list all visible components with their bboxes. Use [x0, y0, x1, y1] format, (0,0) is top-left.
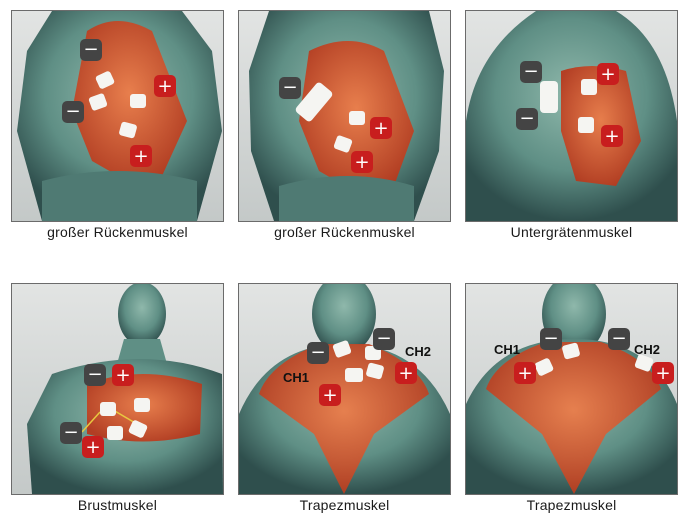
electrode-minus-icon: − — [540, 328, 562, 350]
electrode-plus-icon: + — [154, 75, 176, 97]
electrode-plus-icon: + — [351, 151, 373, 173]
svg-text:−: − — [523, 61, 538, 82]
electrode-plus-icon: + — [652, 362, 674, 384]
electrode-minus-icon: − — [279, 77, 301, 99]
panel-chest-pectoralis: − + − + — [11, 283, 224, 495]
back-shoulder-illustration: − − + + — [466, 11, 677, 221]
electrode-plus-icon: + — [130, 145, 152, 167]
electrode-plus-icon: + — [370, 117, 392, 139]
svg-text:−: − — [83, 39, 98, 60]
channel-label-ch2: CH2 — [634, 342, 660, 357]
svg-text:+: + — [655, 363, 670, 384]
svg-text:−: − — [519, 108, 534, 129]
electrode-minus-icon: − — [62, 101, 84, 123]
panel-neck-trapezius-2: − − + + CH1 CH2 — [465, 283, 678, 495]
back-illustration: − − + + — [12, 11, 223, 221]
panel-caption: großer Rückenmuskel — [274, 224, 415, 240]
svg-text:−: − — [65, 101, 80, 122]
panel-caption: Brustmuskel — [77, 497, 158, 513]
back-illustration: − + + — [239, 11, 450, 221]
svg-text:−: − — [611, 328, 626, 349]
panel-caption: Untergrätenmuskel — [510, 224, 633, 240]
svg-text:+: + — [398, 363, 413, 384]
neck-illustration: − − + + CH1 CH2 — [466, 284, 677, 494]
panel-neck-trapezius-1: − − + + CH1 CH2 — [238, 283, 451, 495]
electrode-minus-icon: − — [520, 61, 542, 83]
channel-label-ch1: CH1 — [283, 370, 309, 385]
panel-caption: Trapezmuskel — [526, 497, 617, 513]
svg-text:−: − — [543, 328, 558, 349]
svg-text:+: + — [157, 76, 172, 97]
electrode-plus-icon: + — [112, 364, 134, 386]
channel-label-ch2: CH2 — [405, 344, 431, 359]
svg-text:+: + — [322, 385, 337, 406]
svg-text:+: + — [604, 126, 619, 147]
electrode-plus-icon: + — [601, 125, 623, 147]
svg-text:+: + — [354, 152, 369, 173]
electrode-plus-icon: + — [597, 63, 619, 85]
svg-text:+: + — [133, 146, 148, 167]
panel-caption: großer Rückenmuskel — [47, 224, 188, 240]
svg-text:−: − — [282, 77, 297, 98]
panel-back-infraspinatus: − − + + — [465, 10, 678, 222]
svg-text:+: + — [373, 118, 388, 139]
svg-text:−: − — [376, 328, 391, 349]
electrode-minus-icon: − — [80, 39, 102, 61]
electrode-plus-icon: + — [319, 384, 341, 406]
chest-illustration: − + − + — [12, 284, 223, 494]
electrode-minus-icon: − — [60, 422, 82, 444]
electrode-minus-icon: − — [516, 108, 538, 130]
channel-label-ch1: CH1 — [494, 342, 520, 357]
panel-back-latissimus-1: − − + + — [11, 10, 224, 222]
svg-text:+: + — [600, 64, 615, 85]
panel-caption: Trapezmuskel — [299, 497, 390, 513]
electrode-minus-icon: − — [84, 364, 106, 386]
svg-text:+: + — [115, 365, 130, 386]
neck-illustration: − − + + CH1 CH2 — [239, 284, 450, 494]
electrode-minus-icon: − — [307, 342, 329, 364]
electrode-minus-icon: − — [373, 328, 395, 350]
electrode-plus-icon: + — [82, 436, 104, 458]
electrode-minus-icon: − — [608, 328, 630, 350]
svg-text:−: − — [87, 364, 102, 385]
svg-text:+: + — [85, 437, 100, 458]
svg-text:−: − — [63, 422, 78, 443]
svg-text:+: + — [517, 363, 532, 384]
electrode-plus-icon: + — [395, 362, 417, 384]
svg-text:−: − — [310, 342, 325, 363]
panel-back-latissimus-2: − + + — [238, 10, 451, 222]
electrode-plus-icon: + — [514, 362, 536, 384]
